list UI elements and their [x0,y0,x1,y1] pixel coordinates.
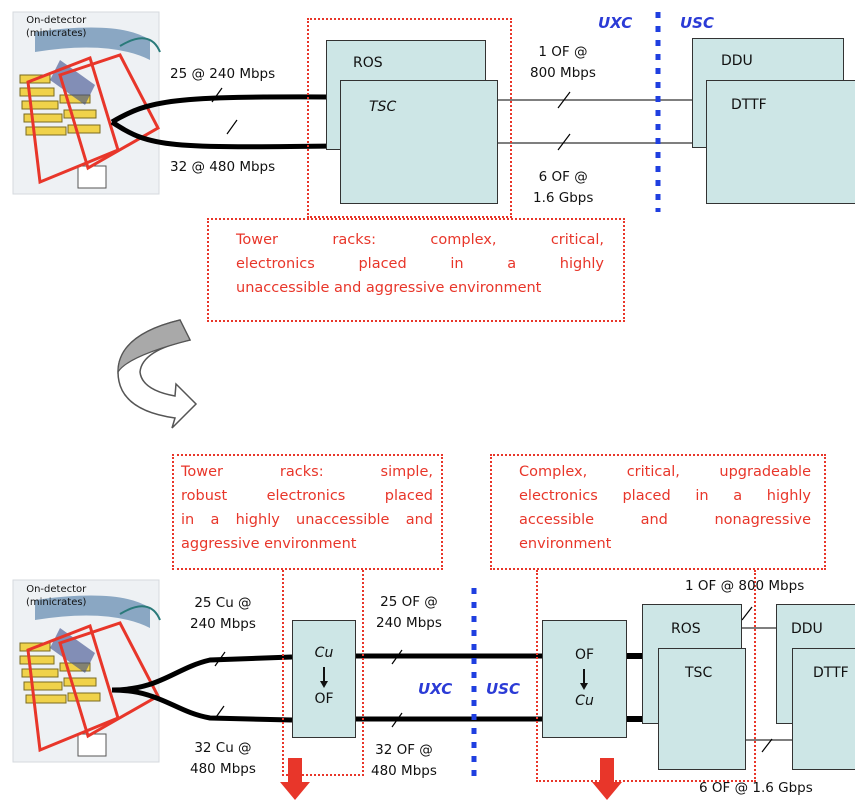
transition-arrow [117,319,198,429]
dttf-label: DTTF [731,97,767,113]
optical-links-bottom [741,606,792,753]
cu-rate-32: 32 Cu @ 480 Mbps [190,740,256,777]
conv2-bottom-label: Cu [575,693,594,709]
conv2-top-label: OF [574,647,595,663]
ros-label-bottom: ROS [671,621,701,637]
dttf-box-bottom: DTTF [792,648,855,770]
zone-uxc-top: UXC [598,14,633,32]
detector-label-top: On-detector (minicrates) [26,15,87,39]
conv2-arrow [583,669,585,685]
conv1-arrow-head [320,681,328,688]
tsc-label: TSC [369,99,397,115]
copper-cables-top [110,87,341,150]
conv1-bottom-label: OF [314,691,334,707]
detector-image-bottom [12,579,161,763]
conv2-arrow-head [580,683,588,690]
usc-region-bottom [536,570,756,782]
tsc-box-top: TSC [340,80,498,204]
note-box-top [207,218,625,322]
dttf-label-bottom: DTTF [813,665,849,681]
note-box-bottom-left [172,454,443,570]
of-rate-800-bottom: 1 OF @ 800 Mbps [685,578,805,594]
of-rate-32-bottom: 32 OF @ 480 Mbps [371,742,437,779]
note-bottom-right: Complex, critical, upgradeable electroni… [519,464,811,552]
cu-to-of-converter: Cu OF [292,620,356,738]
conv1-top-label: Cu [314,645,334,661]
optical-links-top [498,91,706,151]
detector-label-bottom: On-detector (minicrates) [26,584,87,608]
dttf-box-top: DTTF [706,80,855,204]
of-rate-16-bottom: 6 OF @ 1.6 Gbps [699,780,813,796]
tower-racks-region-bottom [282,570,364,776]
zone-usc-bottom: USC [486,680,520,698]
ddu-label: DDU [721,53,753,69]
ddu-label-bottom: DDU [791,621,823,637]
detector-image-top [12,11,161,195]
conv1-arrow [323,667,325,683]
ros-label: ROS [353,55,383,71]
tsc-label-bottom: TSC [685,665,713,681]
of-rate-25-bottom: 25 OF @ 240 Mbps [376,594,442,631]
red-down-arrows [280,758,622,800]
note-box-bottom-right [490,454,826,570]
note-top: Tower racks: complex, critical, electron… [236,232,604,296]
tsc-box-bottom: TSC [658,648,746,770]
of-to-cu-converter: OF Cu [542,620,627,738]
zone-uxc-bottom: UXC [418,680,453,698]
link-rate-32: 32 @ 480 Mbps [170,159,276,175]
cu-rate-25: 25 Cu @ 240 Mbps [190,595,256,632]
optical-fibres-bottom [356,649,542,728]
of-rate-16-top: 6 OF @ 1.6 Gbps [533,169,594,206]
note-bottom-left: Tower racks: simple, robust electronics … [181,464,433,552]
zone-usc-top: USC [680,14,714,32]
link-rate-25: 25 @ 240 Mbps [170,66,276,82]
of-rate-800-top: 1 OF @ 800 Mbps [530,44,596,81]
tower-racks-region-top [307,18,512,218]
copper-cables-bottom [111,651,293,723]
